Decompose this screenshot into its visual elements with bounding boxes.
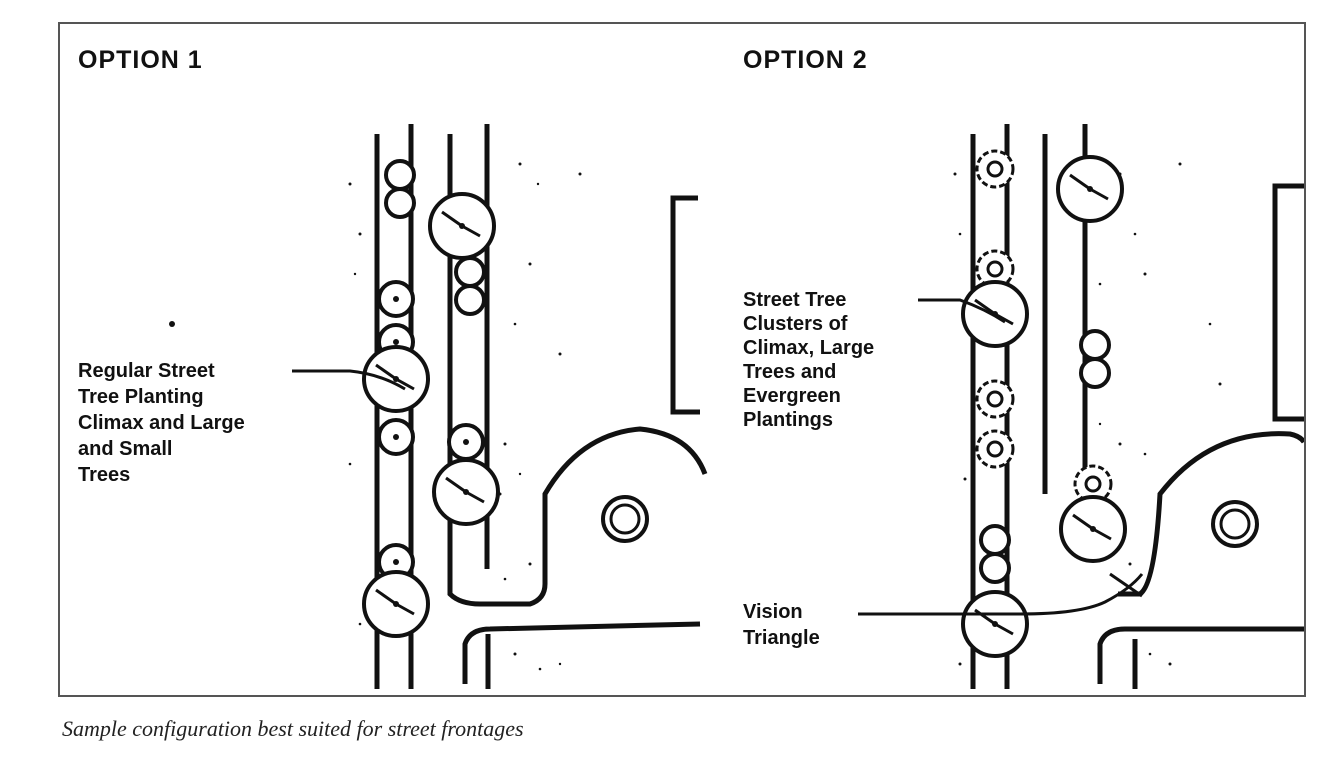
option-2-vision-leader-line bbox=[858, 573, 1144, 616]
option-1-heading: OPTION 1 bbox=[78, 46, 203, 74]
option-2-note: Street Tree Clusters of Climax, Large Tr… bbox=[743, 289, 880, 431]
option-1-panel: OPTION 1 bbox=[78, 46, 708, 689]
vision-triangle-edge bbox=[1109, 572, 1143, 598]
vision-triangle-label: Vision Triangle bbox=[743, 601, 820, 649]
option-2-panel: OPTION 2 bbox=[743, 46, 1304, 689]
option-2-trees bbox=[961, 149, 1259, 658]
option-1-trees bbox=[362, 159, 649, 638]
option-1-leader-line bbox=[292, 369, 406, 391]
diagram-frame: OPTION 1 bbox=[58, 22, 1306, 697]
option-2-heading: OPTION 2 bbox=[743, 46, 868, 74]
option-2-cluster-leader-line bbox=[918, 298, 1006, 324]
figure-caption: Sample configuration best suited for str… bbox=[62, 716, 524, 741]
option-2-ground-speckles bbox=[953, 162, 1222, 666]
cropped-top-text-fragment bbox=[0, 0, 1335, 8]
option-1-note: Regular Street Tree Planting Climax and … bbox=[78, 360, 250, 486]
street-tree-diagram: OPTION 1 bbox=[78, 46, 1304, 689]
option-1-ground-speckles bbox=[169, 162, 582, 671]
